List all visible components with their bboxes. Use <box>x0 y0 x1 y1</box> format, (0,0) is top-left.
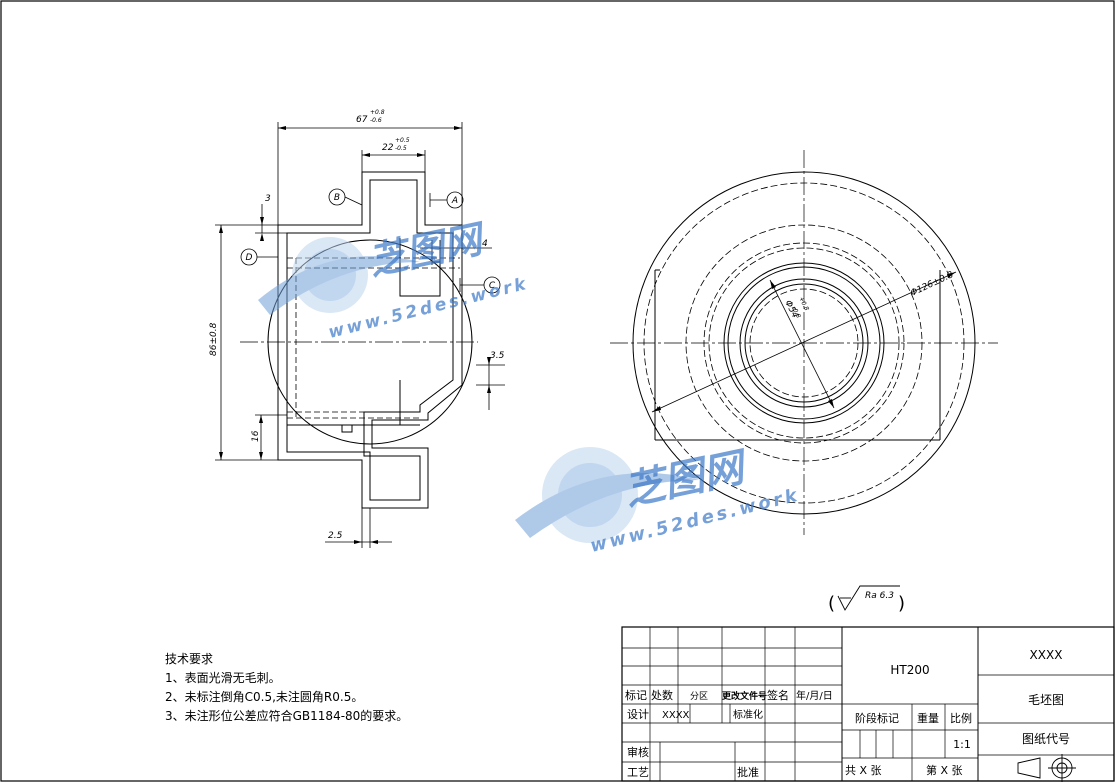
roughness-parens: ( ) <box>828 593 905 614</box>
dimension-arrows <box>219 126 491 544</box>
title-block <box>621 626 1115 782</box>
dim-height: 86±0.8 <box>209 322 219 356</box>
dim-boss-tol-low: -0.5 <box>395 145 407 152</box>
tb-part-name: 毛坯图 <box>1028 693 1064 707</box>
title-block-texts: HT200 XXXX 毛坯图 图纸代号 标记 处数 分区 更改文件号 签名 年/… <box>625 648 1070 779</box>
svg-text:): ) <box>898 593 905 614</box>
notes-title: 技术要求 <box>165 652 214 666</box>
datum-b: B <box>334 193 340 203</box>
tb-drawing-no-label: 图纸代号 <box>1022 732 1070 746</box>
tb-rev-sign: 签名 <box>767 688 789 702</box>
tb-standardize-label: 标准化 <box>733 708 763 721</box>
tb-review-label: 审核 <box>627 745 649 759</box>
tb-company: XXXX <box>1030 648 1063 662</box>
note-item-1: 1、表面光滑无毛刺。 <box>165 671 281 685</box>
end-view-centerlines <box>610 150 998 535</box>
roughness-symbol <box>837 585 900 611</box>
tb-rev-date: 年/月/日 <box>796 689 833 702</box>
tb-rev-doc: 更改文件号 <box>722 690 767 702</box>
datum-d: D <box>246 253 253 263</box>
tb-rev-count: 处数 <box>651 689 673 702</box>
tb-rev-zone: 分区 <box>690 691 708 702</box>
note-item-3: 3、未注形位公差应符合GB1184-80的要求。 <box>165 709 409 723</box>
dim-inner-dia-tol-low: -0.8 <box>790 306 802 320</box>
dim-bottom-height: 16 <box>251 430 261 442</box>
tb-designer: XXXX <box>662 710 690 721</box>
note-item-2: 2、未标注倒角C0.5,未注圆角R0.5。 <box>165 690 364 704</box>
datum-c: C <box>489 281 496 291</box>
end-view-dimensions <box>651 271 957 413</box>
dim-boss-width: 22 <box>382 143 394 153</box>
tb-stage-label: 阶段标记 <box>855 711 899 725</box>
end-view-arrows <box>652 272 956 412</box>
dim-top-width-tol-low: -0.6 <box>370 117 382 124</box>
datum-a: A <box>451 196 458 206</box>
dim-outer-dia: Φ126±0.8 <box>909 270 955 299</box>
section-view <box>267 171 473 509</box>
tb-rev-mark: 标记 <box>625 688 647 702</box>
projection-symbol <box>1017 754 1076 782</box>
watermark-brand-1: 芝图网 <box>365 216 491 284</box>
dim-step-top: 3 <box>265 194 271 204</box>
dim-boss-tol-up: +0.5 <box>395 137 410 144</box>
dim-top-width-tol-up: +0.8 <box>370 109 385 116</box>
watermark-logo-1 <box>258 237 420 315</box>
tb-scale-label: 比例 <box>950 711 972 725</box>
datum-callouts <box>240 188 501 294</box>
dim-rib: 4 <box>482 239 488 249</box>
roughness-value: Ra 6.3 <box>865 591 894 601</box>
watermark-logo-2 <box>515 447 700 543</box>
technical-notes: 技术要求 1、表面光滑无毛刺。 2、未标注倒角C0.5,未注圆角R0.5。 3、… <box>165 650 408 726</box>
dim-wall: 2.5 <box>328 531 343 541</box>
tb-sheets: 共 X 张 <box>845 764 882 777</box>
tb-approve-label: 批准 <box>737 765 759 779</box>
dim-top-width: 67 <box>356 115 368 125</box>
tb-sheet-no: 第 X 张 <box>926 763 963 777</box>
tb-process-label: 工艺 <box>627 766 649 779</box>
tb-scale: 1:1 <box>953 738 971 751</box>
datum-letters: A B C D <box>246 193 496 291</box>
svg-text:(: ( <box>828 593 835 614</box>
tb-weight-label: 重量 <box>917 711 939 725</box>
tb-design-label: 设计 <box>627 708 649 721</box>
dim-step-right: 3.5 <box>490 351 505 361</box>
tb-material: HT200 <box>890 663 929 677</box>
